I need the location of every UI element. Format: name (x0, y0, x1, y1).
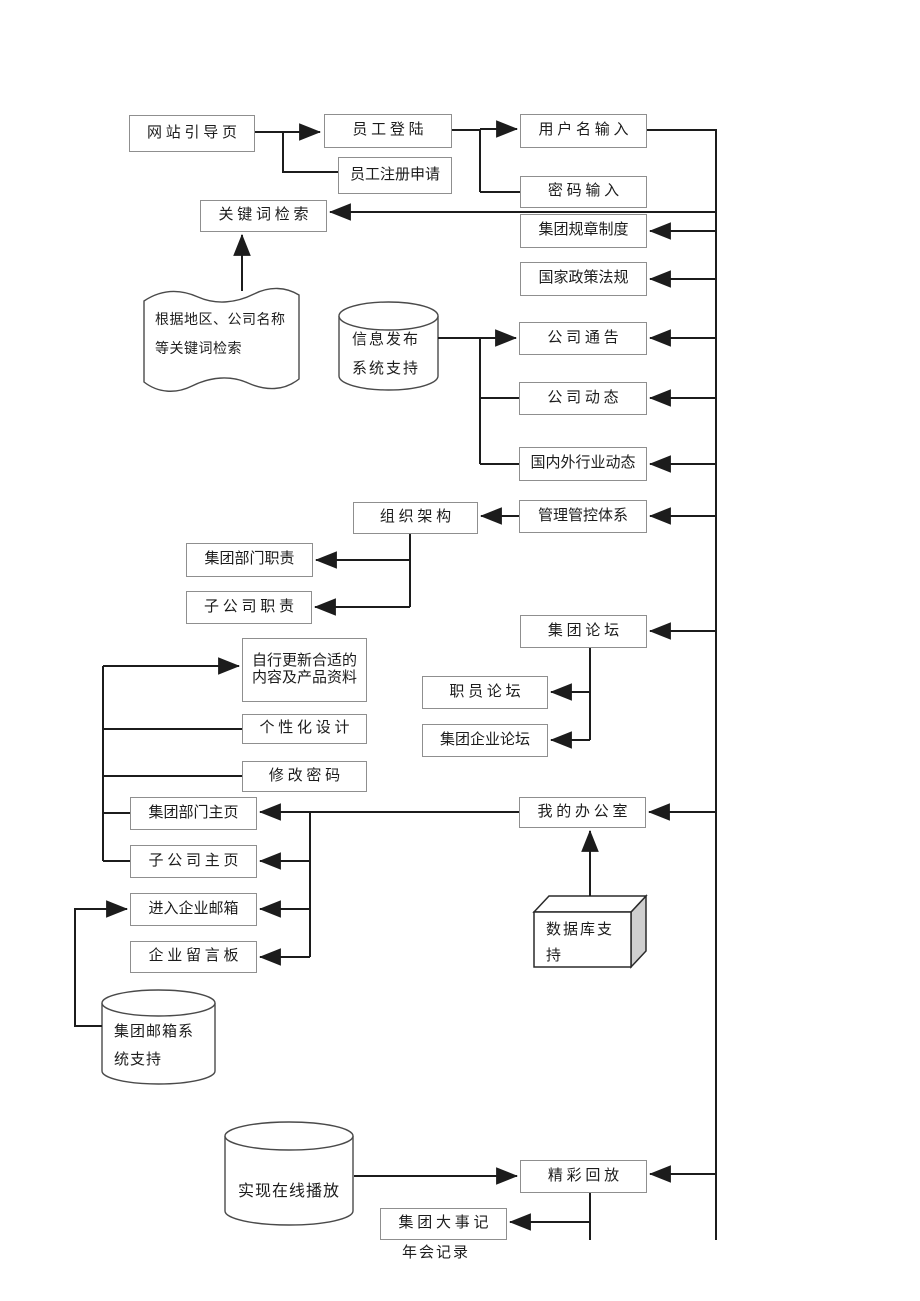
node-password-input: 密 码 输 入 (520, 176, 647, 208)
node-self-update: 自行更新合适的 内容及产品资料 (242, 638, 367, 702)
node-company-notice: 公 司 通 告 (519, 322, 647, 355)
node-employee-register: 员工注册申请 (338, 157, 452, 194)
cylinder-info-publish-label: 信息发布 系统支持 (352, 326, 420, 384)
node-org-structure: 组 织 架 构 (353, 502, 478, 534)
node-username-input: 用 户 名 输 入 (520, 114, 647, 148)
node-message-board: 企 业 留 言 板 (130, 941, 257, 973)
node-change-password: 修 改 密 码 (242, 761, 367, 792)
node-employee-login: 员 工 登 陆 (324, 114, 452, 148)
node-staff-forum: 职 员 论 坛 (422, 676, 548, 709)
cylinder-online-play-label: 实现在线播放 (237, 1183, 340, 1200)
node-group-events: 集 团 大 事 记 (380, 1208, 507, 1240)
node-subsidiary-homepage: 子 公 司 主 页 (130, 845, 257, 878)
mailbox-line2: 统支持 (114, 1052, 163, 1068)
mailbox-line1: 集团邮箱系 (114, 1024, 195, 1040)
node-dept-duty: 集团部门职责 (186, 543, 313, 577)
node-company-news: 公 司 动 态 (519, 382, 647, 415)
database-line1: 数据库支 (546, 922, 615, 938)
node-group-forum: 集 团 论 坛 (520, 615, 647, 648)
node-industry-news: 国内外行业动态 (519, 447, 647, 481)
scroll-note-line2: 等关键词检索 (155, 342, 242, 357)
node-enter-mailbox: 进入企业邮箱 (130, 893, 257, 926)
info-publish-line1: 信息发布 (352, 332, 421, 348)
scroll-keyword-note (143, 287, 300, 392)
node-self-update-line2: 内容及产品资料 (251, 670, 357, 686)
node-keyword-search: 关 键 词 检 索 (200, 200, 327, 232)
cube-database-label: 数据库支 持 (546, 917, 614, 969)
cylinder-mailbox-system (101, 989, 216, 1085)
annual-meeting-caption: 年会记录 (402, 1245, 471, 1261)
scroll-note-line1: 根据地区、公司名称 (155, 313, 286, 328)
node-group-rules: 集团规章制度 (520, 214, 647, 248)
database-line2: 持 (546, 948, 564, 964)
node-subsidiary-duty: 子 公 司 职 责 (186, 591, 312, 624)
scroll-keyword-note-label: 根据地区、公司名称 等关键词检索 (155, 306, 286, 364)
node-group-enterprise-forum: 集团企业论坛 (422, 724, 548, 757)
node-highlights-replay: 精 彩 回 放 (520, 1160, 647, 1193)
node-my-office: 我 的 办 公 室 (519, 797, 646, 828)
cylinder-info-publish (338, 301, 439, 391)
node-national-policy: 国家政策法规 (520, 262, 647, 296)
node-management-system: 管理管控体系 (519, 500, 647, 533)
node-self-update-line1: 自行更新合适的 (251, 652, 357, 669)
node-dept-homepage: 集团部门主页 (130, 797, 257, 830)
node-site-guide: 网 站 引 导 页 (129, 115, 255, 152)
cylinder-online-play (224, 1121, 354, 1226)
cylinder-mailbox-label: 集团邮箱系 统支持 (114, 1018, 194, 1074)
info-publish-line2: 系统支持 (352, 361, 421, 377)
node-personalized-design: 个 性 化 设 计 (242, 714, 367, 744)
cube-database-support (532, 894, 648, 969)
